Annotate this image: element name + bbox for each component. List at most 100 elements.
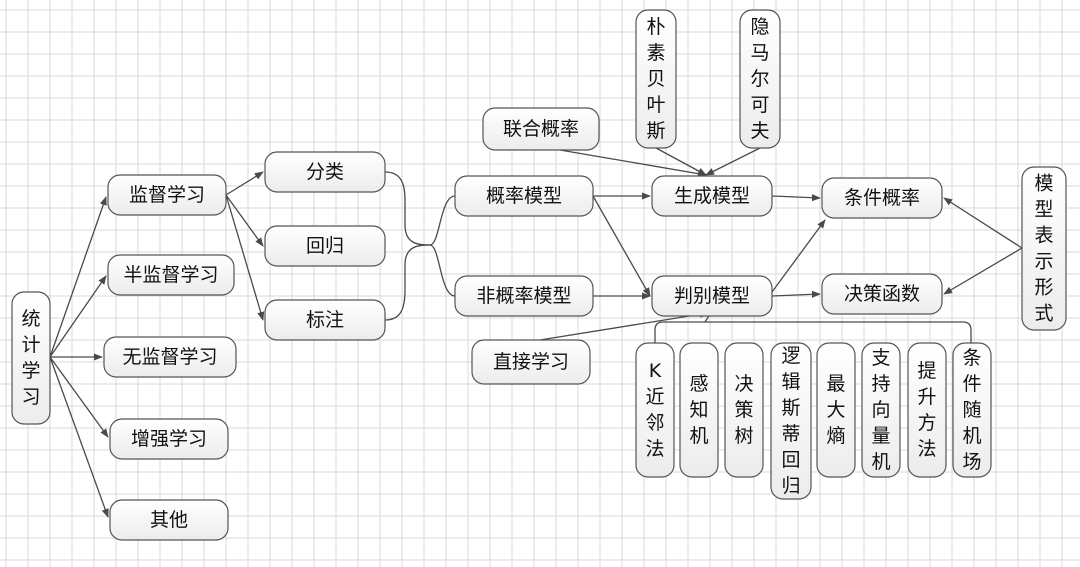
node-box: [861, 342, 901, 478]
node-cond-prob: 条件概率: [821, 177, 943, 219]
node-label: 决策树: [734, 373, 753, 447]
node-box: [454, 175, 594, 217]
node-label: 非概率模型: [476, 285, 571, 307]
edge-discModel-to-condProb: [771, 219, 826, 293]
edge-jointProb-to-genModel: [559, 149, 707, 178]
connector-bracket-to-nonprob: [429, 244, 456, 297]
node-semi: 半监督学习: [107, 254, 235, 296]
node-label: 标注: [306, 309, 344, 331]
node-naive-bayes: 朴素贝叶斯: [635, 9, 677, 149]
node-label: 最大熵: [826, 373, 845, 447]
node-label: 分类: [306, 161, 344, 183]
node-box: [724, 342, 764, 478]
node-tagging: 标注: [264, 299, 386, 341]
node-unsupervised: 无监督学习: [103, 336, 237, 378]
node-label: 感知机: [689, 373, 708, 447]
edge-root-to-other: [49, 356, 109, 518]
node-crf: 条件随机场: [952, 342, 992, 478]
node-box: [109, 499, 229, 541]
node-label: 概率模型: [486, 185, 562, 207]
node-label: 回归: [306, 235, 344, 257]
node-decision-tree: 决策树: [724, 342, 764, 478]
node-label: 条件随机场: [962, 347, 981, 473]
node-label: 支持向量机: [871, 347, 890, 473]
edge-discModel-to-decisionFunc: [771, 290, 821, 298]
connector-bracket-to-prob: [429, 195, 456, 246]
node-gen-model: 生成模型: [651, 175, 773, 217]
node-other: 其他: [109, 499, 229, 541]
node-box: [264, 299, 386, 341]
node-box: [952, 342, 992, 478]
node-supervised: 监督学习: [107, 174, 227, 216]
node-box: [264, 151, 386, 193]
node-box: [107, 174, 227, 216]
node-box: [482, 107, 600, 151]
node-box: [821, 177, 943, 219]
node-root: 统计学习: [11, 291, 51, 425]
node-svm: 支持向量机: [861, 342, 901, 478]
node-logistic: 逻辑斯蒂回归: [770, 342, 812, 500]
edge-root-to-reinforce: [49, 356, 109, 438]
node-label: 半监督学习: [123, 264, 218, 286]
connector-algorithms-brace: [654, 321, 972, 343]
connector-classify-bracket: [384, 171, 431, 246]
node-label: 无监督学习: [122, 346, 217, 368]
node-box: [103, 336, 237, 378]
node-box: [739, 9, 781, 149]
node-box: [651, 175, 773, 217]
node-box: [816, 342, 856, 478]
node-box: [635, 9, 677, 149]
edge-hmm-to-genModel: [705, 147, 761, 176]
node-direct-learn: 直接学习: [471, 339, 591, 385]
node-box: [11, 291, 51, 425]
node-label: 朴素贝叶斯: [646, 16, 665, 142]
node-label: 条件概率: [844, 187, 920, 209]
node-prob-model: 概率模型: [454, 175, 594, 217]
node-label: 逻辑斯蒂回归: [781, 345, 800, 497]
node-box: [1021, 166, 1067, 331]
node-box: [770, 342, 812, 500]
node-label: 联合概率: [503, 118, 579, 140]
node-box: [264, 225, 386, 267]
node-label: 决策函数: [844, 283, 920, 305]
node-box: [635, 342, 675, 478]
connector-layer: [49, 147, 1023, 518]
node-joint-prob: 联合概率: [482, 107, 600, 151]
edge-naiveBayes-to-genModel: [655, 147, 707, 176]
node-max-entropy: 最大熵: [816, 342, 856, 478]
node-box: [907, 342, 947, 478]
node-model-rep: 模型表示形式: [1021, 166, 1067, 331]
edge-probModel-to-discModel: [592, 195, 651, 297]
node-disc-model: 判别模型: [651, 275, 773, 317]
edge-supervised-to-classify: [225, 171, 264, 196]
node-box: [471, 339, 591, 385]
node-label: 判别模型: [674, 285, 750, 307]
edge-root-to-supervised: [49, 196, 107, 358]
node-box: [651, 275, 773, 317]
node-label: 隐马尔可夫: [750, 16, 769, 142]
edge-root-to-semi: [49, 275, 107, 358]
edge-directLearn-to-discModel: [539, 310, 709, 341]
connector-tagging-bracket: [384, 244, 431, 321]
edge-genModel-to-condProb: [771, 194, 821, 202]
edge-supervised-to-regress: [225, 194, 264, 247]
node-box: [454, 275, 594, 317]
node-label: 其他: [150, 509, 188, 531]
edge-modelRep-to-decisionFunc: [943, 247, 1023, 295]
node-reinforce: 增强学习: [109, 418, 229, 460]
node-label: 直接学习: [493, 351, 569, 373]
node-non-prob-model: 非概率模型: [454, 275, 594, 317]
node-label: 生成模型: [674, 185, 750, 207]
node-label: 提升方法: [917, 360, 936, 460]
edge-supervised-to-tagging: [225, 194, 265, 321]
node-box: [107, 254, 235, 296]
node-hmm: 隐马尔可夫: [739, 9, 781, 149]
node-label: 模型表示形式: [1034, 173, 1053, 325]
node-perceptron: 感知机: [679, 342, 719, 478]
node-boosting: 提升方法: [907, 342, 947, 478]
node-box: [679, 342, 719, 478]
